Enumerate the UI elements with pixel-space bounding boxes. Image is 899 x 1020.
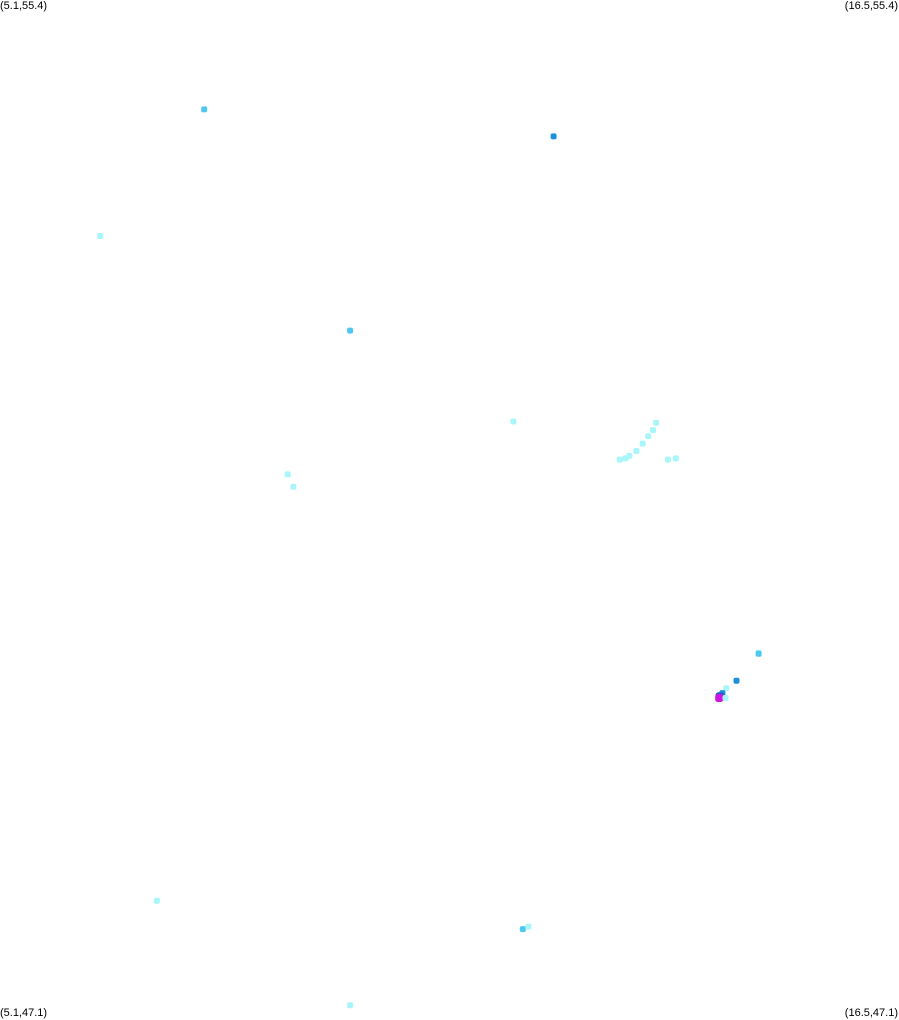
precip-cell-14 xyxy=(672,455,679,462)
precip-cell-9 xyxy=(633,448,640,454)
precip-cell-25 xyxy=(153,897,160,904)
corner-label-bottom-left: (5.1,47.1) xyxy=(0,1007,48,1019)
precip-cell-4 xyxy=(510,418,517,425)
precip-cell-0 xyxy=(201,106,208,113)
precip-cell-7 xyxy=(645,433,652,440)
precip-cell-18 xyxy=(755,650,762,657)
precip-cell-19 xyxy=(733,677,740,684)
precip-cell-20 xyxy=(723,685,730,692)
precip-cell-3 xyxy=(347,327,354,334)
precip-cell-8 xyxy=(639,440,646,447)
corner-label-bottom-right: (16.5,47.1) xyxy=(844,1007,898,1019)
precip-cell-11 xyxy=(622,455,629,462)
precip-cell-2 xyxy=(97,233,104,239)
precip-cell-15 xyxy=(284,471,291,478)
corner-label-top-right: (16.5,55.4) xyxy=(844,0,898,12)
precip-cell-23 xyxy=(715,694,724,702)
precip-cell-28 xyxy=(347,1002,354,1009)
corner-label-top-left: (5.1,55.4) xyxy=(0,0,48,12)
precip-cell-13 xyxy=(664,456,671,463)
precip-cell-27 xyxy=(525,923,532,930)
precip-cell-26 xyxy=(519,926,526,933)
precip-cell-12 xyxy=(616,456,623,463)
precip-cell-6 xyxy=(650,427,656,434)
precip-cell-1 xyxy=(550,133,557,140)
precip-cell-16 xyxy=(290,483,297,490)
precip-cell-5 xyxy=(653,419,660,426)
precip-cell-24 xyxy=(722,695,729,701)
